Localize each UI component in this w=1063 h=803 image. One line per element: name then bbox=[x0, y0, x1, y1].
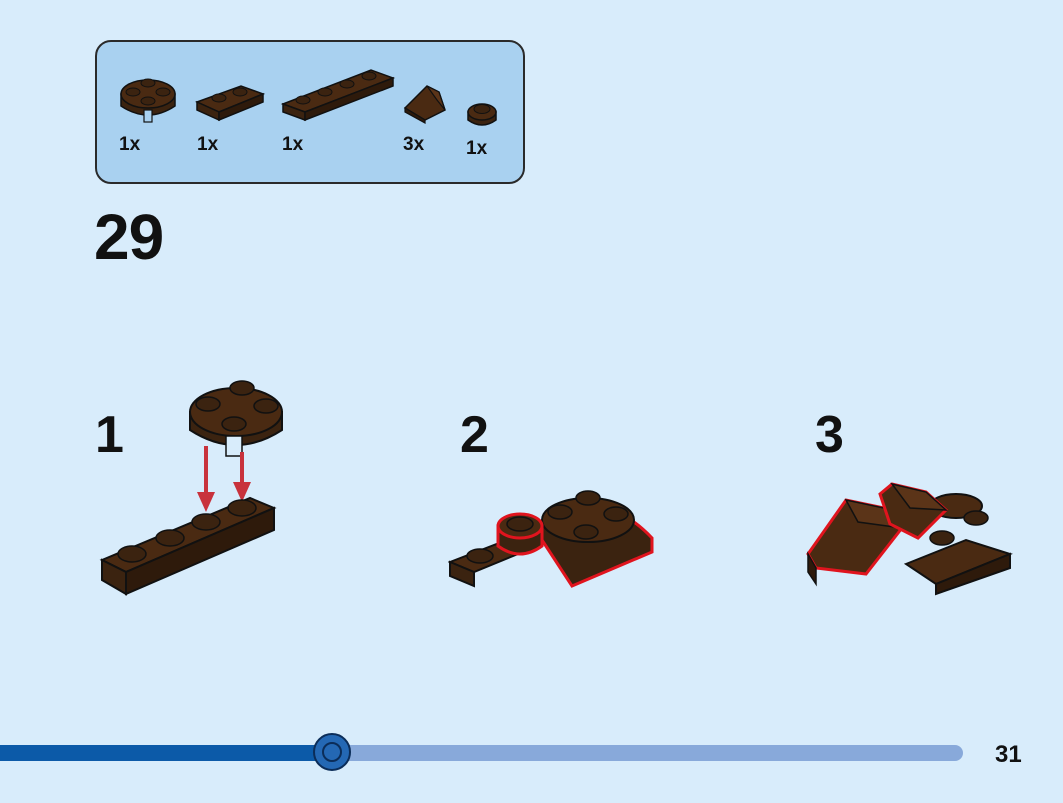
substep-2-illustration bbox=[448, 490, 654, 588]
slope-wedge-icon bbox=[403, 85, 446, 124]
substep-3-illustration bbox=[806, 482, 1013, 596]
substep-number: 2 bbox=[460, 406, 489, 464]
part-quantity: 1x bbox=[119, 134, 141, 155]
progress-indicator bbox=[313, 733, 351, 771]
page-number: 31 bbox=[995, 741, 1022, 768]
substep-number: 1 bbox=[95, 406, 124, 464]
substep-1-illustration bbox=[99, 380, 283, 596]
step-number: 29 bbox=[94, 201, 164, 273]
round-plate-2x2-icon bbox=[120, 78, 176, 123]
plate-1x2-icon bbox=[195, 85, 265, 122]
progress-fill bbox=[0, 745, 332, 761]
part-quantity: 1x bbox=[466, 138, 488, 159]
part-quantity: 1x bbox=[282, 134, 304, 155]
plate-1x4-icon bbox=[281, 69, 396, 122]
substep-number: 3 bbox=[815, 406, 844, 464]
parts-list-panel: 1x 1x 1x 3x 1x bbox=[95, 40, 525, 184]
part-quantity: 1x bbox=[197, 134, 219, 155]
part-quantity: 3x bbox=[403, 134, 425, 155]
round-plate-1x1-icon bbox=[467, 103, 497, 126]
